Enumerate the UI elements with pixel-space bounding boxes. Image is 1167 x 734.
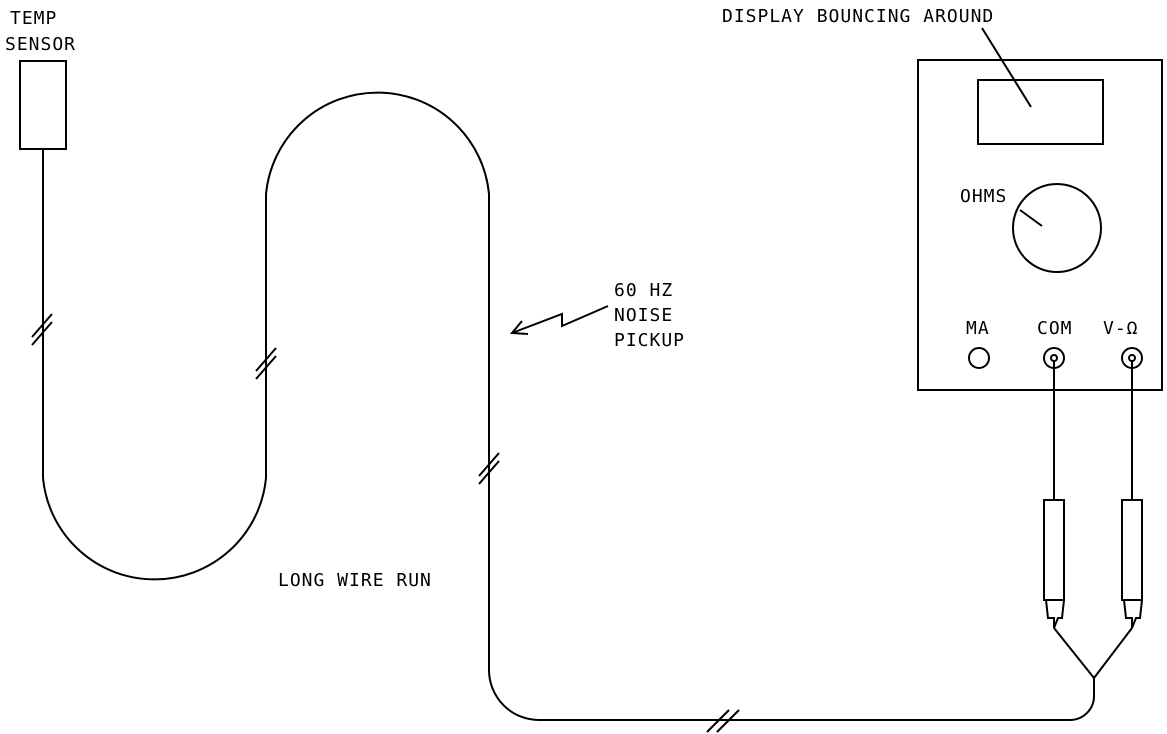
selector-dial <box>1012 183 1102 273</box>
wire-break-marks <box>31 313 740 733</box>
sensor-label-line2: SENSOR <box>5 34 76 55</box>
jack-ma-label: MA <box>966 318 990 339</box>
noise-label-line1: 60 HZ <box>614 280 673 301</box>
jack-v-label: V-Ω <box>1103 318 1139 339</box>
temp-sensor <box>19 60 67 150</box>
noise-label-line2: NOISE <box>614 305 673 326</box>
dial-mode-label: OHMS <box>960 186 1007 207</box>
noise-label-line3: PICKUP <box>614 330 685 351</box>
sensor-label-line1: TEMP <box>10 8 57 29</box>
wire-run-label: LONG WIRE RUN <box>278 570 432 591</box>
multimeter-display <box>977 79 1104 145</box>
noise-arrow-icon <box>509 305 609 335</box>
dial-pointer <box>1019 209 1043 227</box>
test-leads <box>1043 361 1143 679</box>
jack-v-inner <box>1128 354 1136 362</box>
jack-com-inner <box>1050 354 1058 362</box>
long-wire <box>42 91 1095 721</box>
display-callout-line <box>981 27 1032 108</box>
multimeter-body <box>917 59 1163 391</box>
jack-com-label: COM <box>1037 318 1073 339</box>
display-note: DISPLAY BOUNCING AROUND <box>722 6 994 27</box>
jack-ma <box>968 347 990 369</box>
